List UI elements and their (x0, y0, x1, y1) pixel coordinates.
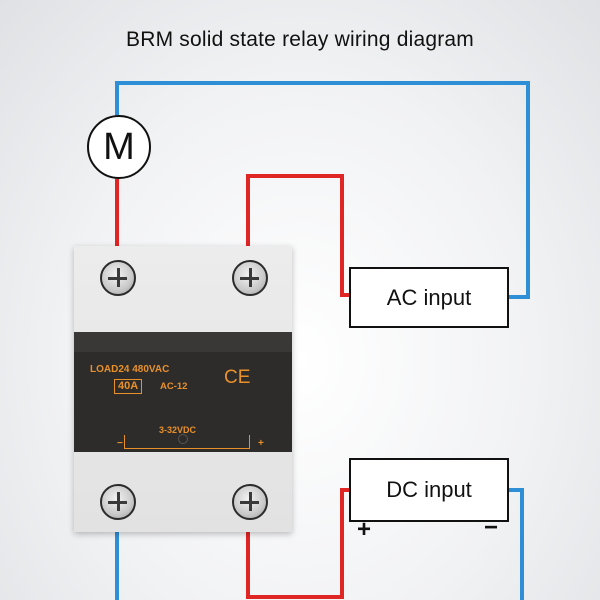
dc-minus-wire-blue (509, 488, 524, 600)
solid-state-relay: LOAD24 480VAC 40A AC-12 CE 3-32VDC − + (74, 246, 292, 532)
ac-wire-blue (115, 81, 530, 299)
dc-plus-wire-red (246, 488, 349, 599)
control-minus-mark: − (117, 438, 123, 449)
control-voltage-text: 3-32VDC (159, 425, 197, 435)
dc-plus-sign: + (357, 516, 372, 543)
terminal-screw-bottom-left (100, 484, 136, 520)
terminal-screw-bottom-right (232, 484, 268, 520)
motor-symbol: M (87, 115, 151, 179)
dc-minus-sign: − (484, 514, 499, 541)
relay-load-text: LOAD24 480VAC (90, 364, 170, 375)
ac-input-label: AC input (386, 284, 472, 310)
diagram-title: BRM solid state relay wiring diagram (126, 28, 474, 51)
relay-current-text: 40A (114, 379, 143, 394)
terminal-screw-top-left (100, 260, 136, 296)
terminal-screw-top-right (232, 260, 268, 296)
dc-input-box: DC input (349, 458, 509, 522)
dc-input-label: DC input (386, 477, 472, 502)
ac-input-box: AC input (349, 267, 509, 328)
status-led (178, 434, 188, 444)
control-plus-mark: + (258, 438, 264, 449)
ce-mark: CE (224, 367, 251, 388)
motor-label: M (103, 125, 135, 168)
load-wire-red-ac (246, 174, 349, 297)
relay-label-panel: LOAD24 480VAC 40A AC-12 CE 3-32VDC − + (74, 332, 292, 452)
relay-model-text: AC-12 (160, 381, 188, 392)
